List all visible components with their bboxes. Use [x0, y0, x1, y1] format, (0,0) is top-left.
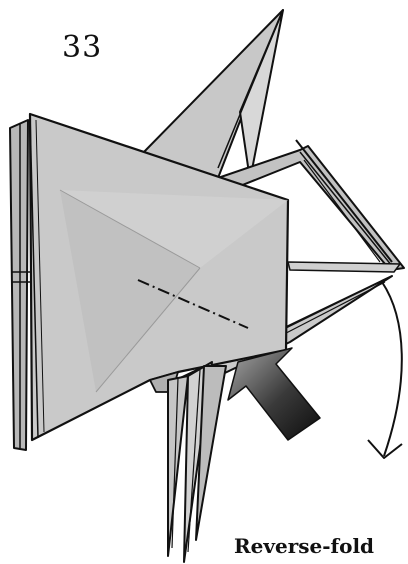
- upper-spike: [140, 10, 283, 180]
- push-arrow: [228, 348, 320, 440]
- curved-direction-arrow: [368, 282, 402, 458]
- reverse-fold-caption: Reverse-fold: [234, 534, 374, 558]
- left-back-layers: [10, 120, 30, 450]
- lower-spikes: [168, 362, 226, 562]
